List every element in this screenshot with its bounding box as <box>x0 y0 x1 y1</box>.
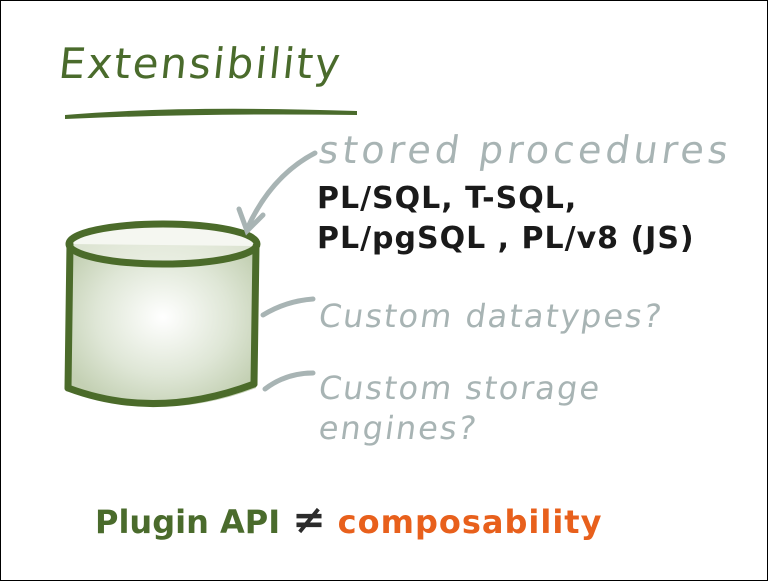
bottom-statement: Plugin API ≠ composability <box>95 497 602 543</box>
composability-label: composability <box>337 503 603 541</box>
custom-storage-line-1: Custom storage <box>316 369 604 407</box>
languages-line-2: PL/pgSQL , PL/v8 (JS) <box>317 221 695 256</box>
slide-title: Extensibility <box>56 39 345 88</box>
custom-storage-line-2: engines? <box>316 409 481 447</box>
stored-procedures-label: stored procedures <box>315 128 736 172</box>
arrow-custom-storage <box>262 370 316 392</box>
title-underline <box>65 108 357 119</box>
languages-line-1: PL/SQL, T-SQL, <box>317 181 578 216</box>
plugin-api-label: Plugin API <box>95 503 281 541</box>
not-equal-symbol: ≠ <box>292 497 326 543</box>
database-cylinder-icon <box>64 220 261 407</box>
custom-datatypes-label: Custom datatypes? <box>316 297 666 335</box>
